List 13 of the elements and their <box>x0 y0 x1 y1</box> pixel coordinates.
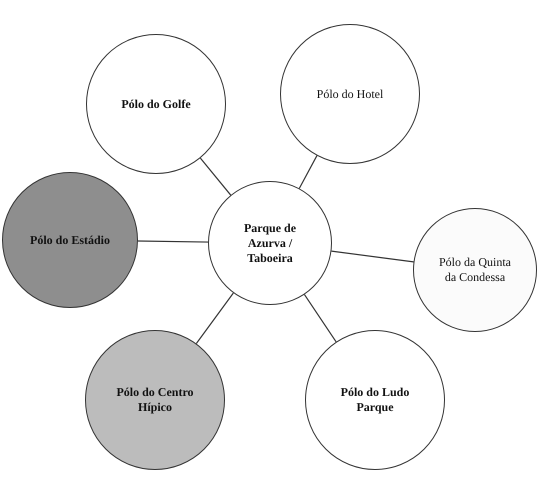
node-label: Pólo do Golfe <box>120 96 192 112</box>
node-label: Pólo do Ludo Parque <box>340 385 410 415</box>
node-label: Pólo do Hotel <box>316 86 384 102</box>
connector-line <box>331 250 414 262</box>
node-label: Pólo da Quinta da Condessa <box>438 255 512 285</box>
node-label: Pólo do Centro Hípico <box>115 385 195 415</box>
connector-line <box>298 155 318 189</box>
node-label: Pólo do Estádio <box>30 232 110 248</box>
connector-line <box>138 240 208 243</box>
node-label: Parque de Azurva / Taboeira <box>242 220 298 266</box>
connector-line <box>196 292 234 344</box>
connector-line <box>200 158 232 196</box>
connector-line <box>304 294 337 342</box>
